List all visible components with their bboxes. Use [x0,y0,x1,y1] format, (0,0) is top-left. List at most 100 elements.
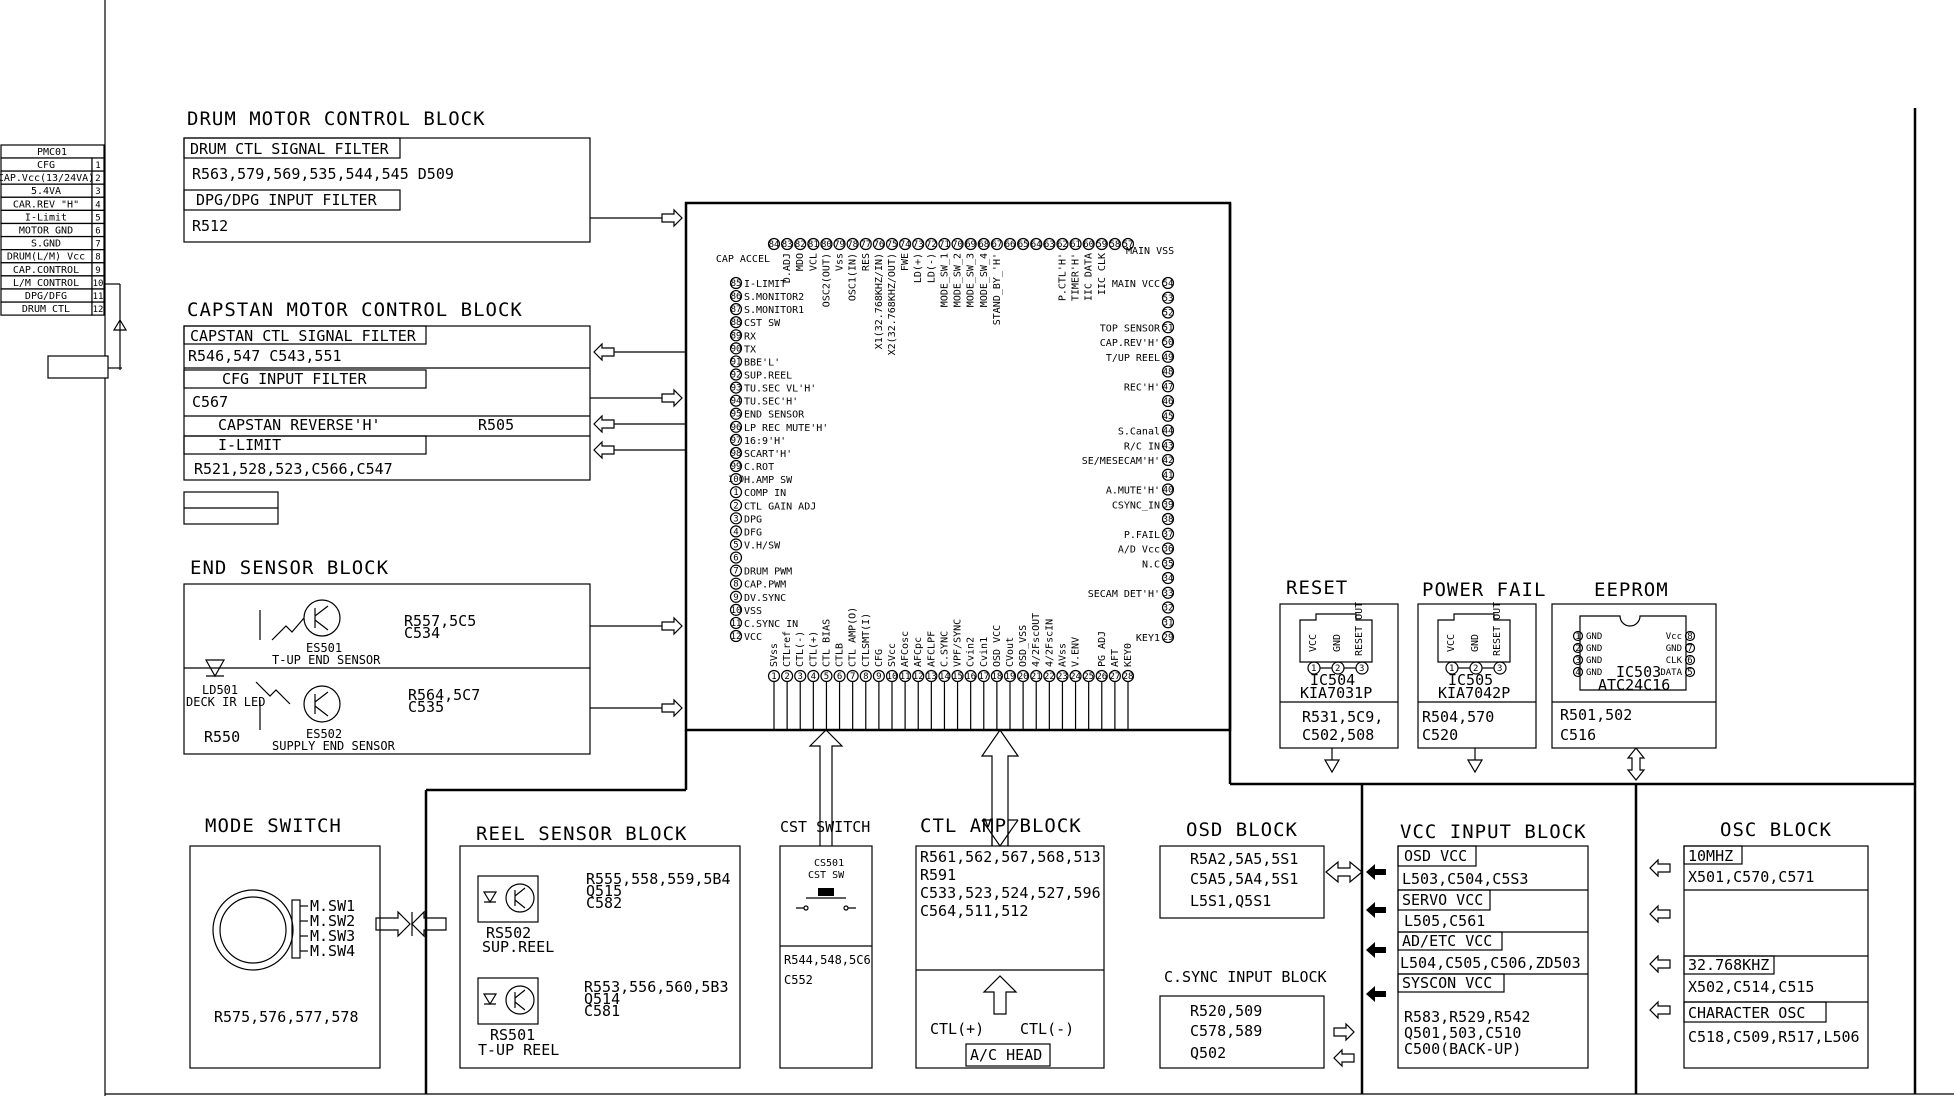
ic-pin-circle [990,237,1003,251]
ic-pin-label: A.MUTE'H' [1106,486,1160,497]
ic-pin-number: 19 [1005,672,1016,682]
eeprom-pin-label: GND [1666,644,1682,654]
ic-pin-label: R/C IN [1124,441,1160,452]
ic-pin-label: TU.SEC VL'H' [744,384,816,395]
drum-dpg-filter: DPG/DPG INPUT FILTER [196,191,378,209]
ic-pin-number: 76 [873,240,884,250]
mode-switch-title: MODE SWITCH [205,815,342,837]
ic-pin-circle [1043,237,1056,251]
drum-motor-control-block: DRUM MOTOR CONTROL BLOCK DRUM CTL SIGNAL… [183,108,683,243]
ic-pin-circle [951,237,964,251]
ic-pin-number: 37 [1163,530,1174,540]
connector-pin-label: MOTOR GND [19,226,73,237]
ic-pin-label: C.SYNC IN [744,619,798,630]
ic-pin-number: 20 [1018,672,1029,682]
svg-text:2: 2 [1473,664,1478,674]
rs502-desc: SUP.REEL [482,938,554,956]
ic-pin-number: 71 [939,240,950,250]
ic-pin-number: 85 [731,279,742,289]
ic-pin-label: CTL(+) [808,631,819,667]
ic-pin-circle [1161,439,1175,452]
es501-parts1: R557,5C5 [404,612,476,630]
ctl-amp-l2: R591 [920,866,956,884]
osd-l1: R5A2,5A5,5S1 [1190,850,1298,868]
ic-pin-number: 52 [1163,309,1174,319]
connector-pin-num: 8 [95,253,100,263]
ic-pin-number: 27 [1109,672,1120,682]
ic-pin-circle [925,237,938,251]
ic-pin-circle [1161,350,1175,363]
end-sensor-title: END SENSOR BLOCK [190,557,389,579]
ic-pin-circle [885,669,899,683]
ic-pin-circle [729,394,743,407]
ic-pin-label: Cvin1 [979,637,990,667]
ic-pin-circle [767,237,781,251]
ic-pin-circle [833,669,846,683]
eeprom-pin-circle [1684,666,1696,678]
eeprom-pin-number: 6 [1687,656,1692,666]
ic504-pin-vcc: VCC [1308,634,1319,652]
cst-switch-parts1: R544,548,5C6 [784,953,871,967]
ic-pin-number: 99 [731,462,742,472]
ic-pin-label: CTL AMP(O) [848,607,859,667]
ic-pin-label: DFG [744,527,762,538]
ic-pin-circle [1121,669,1135,683]
ic-pin-number: 42 [1163,456,1174,466]
svg-text:3: 3 [1497,664,1502,674]
ic-pin-number: 92 [731,371,742,381]
ic-pin-label: 16:9'H' [744,436,786,447]
csync-l3: Q502 [1190,1044,1226,1062]
ic-pin-circle [1161,335,1175,349]
rs501-desc: T-UP REEL [478,1041,559,1059]
ic-pin-number: 97 [731,436,742,446]
ic-pin-circle [1161,321,1175,334]
ic-pin-number: 24 [1070,672,1081,682]
ic-pin-number: 94 [731,397,742,407]
ic-pin-label: AFCosc [900,631,911,667]
ld501-led-icon [204,659,226,678]
ic-pin-circle [899,237,912,251]
ic-pin-number: 7 [850,672,855,682]
ic-pin-label: X1(32.768KHZ/IN) [874,253,885,349]
rs501-parts2: Q514 [584,990,620,1008]
ic-pin-circle [729,381,743,394]
ic-pin-circle [833,237,846,251]
osc-f3-parts: C518,C509,R517,L506 [1688,1028,1860,1046]
eeprom-pin-number: 8 [1687,632,1692,642]
csync-input-block: C.SYNC INPUT BLOCK R520,509 C578,589 Q50… [1159,968,1355,1069]
ic-pin-label: MODE_SW_4 [979,253,990,307]
ic-pin-label: MAIN VSS [1126,246,1174,257]
ic-pin-label: TOP SENSOR [1100,323,1161,334]
ctl-minus: CTL(-) [1020,1020,1074,1038]
ic-pin-label: Vss [835,253,846,271]
ic-pin-label: RX [744,331,756,342]
ic-pin-label: CTL BIAS [821,619,832,667]
vcc-servo-parts: L505,C561 [1404,912,1485,930]
ic-pin-number: 40 [1163,486,1174,496]
ic-pin-circle [1108,669,1121,683]
ic-pin-number: 4 [811,672,816,682]
csync-l2: C578,589 [1190,1022,1262,1040]
svg-text:1: 1 [1449,664,1454,674]
rs502-parts3: C582 [586,894,622,912]
ic-pin-circle [1003,669,1017,683]
ic-pin-number: 4 [733,527,738,537]
ic-pin-label: CST SW [744,318,781,329]
ic-pin-circle [912,237,925,251]
connector-pin-num: 9 [95,266,100,276]
ic-pin-circle [794,669,807,683]
ic-pin-number: 13 [926,672,937,682]
ic-pin-circle [912,669,925,683]
svg-text:1: 1 [1311,664,1316,674]
ic-pin-label: CTL GAIN ADJ [744,501,816,512]
ic-pin-label: CTL(-) [795,631,806,667]
ic-pin-circle [872,237,885,251]
ic-pin-label: LP REC MUTE'H' [744,423,828,434]
ic-pin-number: 36 [1163,545,1174,555]
ic-pin-number: 38 [1163,515,1174,525]
ic-pin-label: CAP ACCEL [716,254,770,265]
ic-pin-circle [1161,630,1175,644]
ic-pin-number: 65 [1018,240,1029,250]
